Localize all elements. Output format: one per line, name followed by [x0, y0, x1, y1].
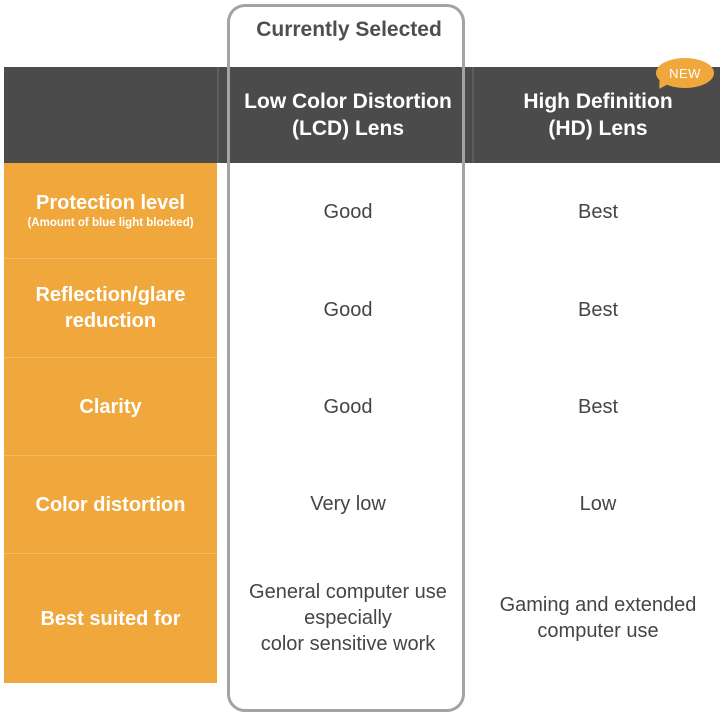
row-label-color-distortion: Color distortion [4, 456, 217, 553]
column-header-hd-lens[interactable]: High Definition (HD) Lens [523, 90, 673, 140]
header-divider [217, 67, 219, 163]
row-label-text: Reflection/glare reduction [35, 284, 186, 332]
row-label-column [4, 163, 217, 683]
new-badge: NEW [656, 58, 714, 88]
row-label-text: Clarity [79, 395, 142, 418]
row-divider [4, 553, 217, 554]
cell-lcd-color-distortion: Very low [310, 493, 386, 515]
cell-hd-protection-level: Best [577, 201, 619, 223]
cell-lcd-best-suited-for: General computer use especially color se… [249, 581, 447, 655]
row-sublabel: (Amount of blue light blocked) [27, 217, 194, 229]
cell-lcd-clarity: Good [323, 396, 373, 418]
currently-selected-label: Currently Selected [256, 18, 442, 41]
row-label-text: Best suited for [40, 607, 181, 630]
table-header [4, 67, 720, 163]
cell-hd-best-suited-for: Gaming and extended computer use [499, 594, 697, 642]
column-header-lcd-lens[interactable]: Low Color Distortion (LCD) Lens [244, 90, 452, 140]
row-divider [4, 357, 217, 358]
row-label-text: Protection level [36, 192, 185, 214]
row-label-protection-level: Protection level (Amount of blue light b… [4, 163, 217, 258]
row-label-reflection-glare: Reflection/glare reduction [4, 259, 217, 357]
cell-lcd-protection-level: Good [323, 201, 373, 223]
cell-hd-reflection-glare: Best [577, 299, 619, 321]
cell-hd-clarity: Best [577, 396, 619, 418]
cell-hd-color-distortion: Low [579, 493, 617, 515]
header-divider [472, 67, 474, 163]
row-divider [4, 258, 217, 259]
row-label-clarity: Clarity [4, 358, 217, 455]
row-label-best-suited-for: Best suited for [4, 554, 217, 683]
cell-lcd-reflection-glare: Good [323, 299, 373, 321]
row-divider [4, 455, 217, 456]
row-label-text: Color distortion [35, 493, 186, 516]
